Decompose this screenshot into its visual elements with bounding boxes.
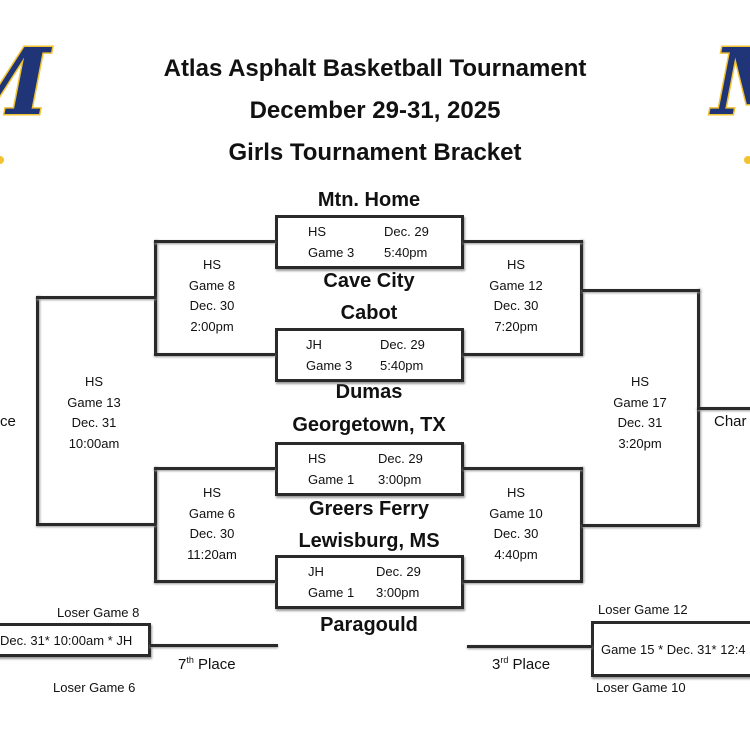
date: Dec. 30 [189,526,235,541]
game-8-info: HS Game 8 Dec. 30 2:00pm [157,255,267,337]
time: 2:00pm [190,318,234,334]
game-13-info: HS Game 13 Dec. 31 10:00am [39,372,149,454]
game-number: Game 13 [67,394,121,410]
bracket-line [36,523,156,526]
time: 5:40pm [380,358,424,373]
first-round-game-box: JH Dec. 29 Game 1 3:00pm [275,555,464,609]
bracket-line [580,467,583,583]
level: HS [506,485,526,500]
level: HS [84,374,104,389]
bracket-line [36,296,39,526]
level: HS [202,485,222,500]
time: 3:00pm [376,585,420,600]
bracket-line [582,289,700,292]
game-12-info: HS Game 12 Dec. 30 7:20pm [461,255,571,337]
bracket-line [463,467,583,470]
game-number: Game 10 [489,505,543,521]
time: 3:00pm [378,472,422,487]
team-name: Dumas [335,381,403,403]
level: HS [308,451,327,466]
team-name: Paragould [320,614,418,636]
third-top-label: Loser Game 12 [598,602,688,617]
bracket-line [150,644,278,647]
date: Dec. 29 [384,224,429,239]
third-place-label: 3rd Place [492,655,551,673]
bracket-line [697,407,750,410]
game-number: Game 1 [308,585,355,600]
bracket-line [154,467,275,470]
level: HS [202,257,222,272]
seventh-place-box: Dec. 31* 10:00am * JH [0,623,151,657]
left-edge-label: ce [0,413,16,430]
bracket-line [154,353,275,356]
third-place-box: Game 15 * Dec. 31* 12:4 [591,621,750,677]
bracket-line [154,240,275,243]
bracket-line [582,524,700,527]
team-name: Cabot [340,302,398,324]
title-line3: Girls Tournament Bracket [228,139,522,166]
game-10-info: HS Game 10 Dec. 30 4:40pm [461,483,571,565]
bracket-line [463,240,583,243]
logo-dot-left [0,156,4,164]
date: Dec. 30 [493,298,539,313]
date: Dec. 30 [493,526,539,541]
seventh-top-label: Loser Game 8 [57,605,140,620]
title-line2: December 29-31, 2025 [249,97,501,124]
first-round-game-box: HS Dec. 29 Game 1 3:00pm [275,442,464,496]
seventh-game-info: Dec. 31* 10:00am * JH [0,633,133,648]
bracket-line [467,645,592,648]
date: Dec. 29 [378,451,423,466]
level: JH [306,337,322,352]
time: 4:40pm [494,546,538,562]
game-number: Game 1 [308,472,355,487]
team-name: Cave City [323,270,415,292]
date: Dec. 31 [71,415,117,430]
title-line1: Atlas Asphalt Basketball Tournament [163,55,587,82]
time: 7:20pm [494,318,538,334]
seventh-bottom-label: Loser Game 6 [53,680,136,695]
level: HS [630,374,650,389]
team-name: Lewisburg, MS [298,530,440,552]
game-number: Game 3 [306,358,353,373]
logo-left: M [0,27,51,138]
third-game-info: Game 15 * Dec. 31* 12:4 [601,642,746,657]
time: 11:20am [187,546,237,562]
time: 10:00am [68,435,120,451]
game-number: Game 6 [188,505,236,521]
third-bottom-label: Loser Game 10 [596,680,686,695]
bracket-line [154,580,275,583]
date: Dec. 29 [380,337,425,352]
date: Dec. 31 [617,415,663,430]
level: JH [308,564,324,579]
game-number: Game 8 [188,277,236,293]
date: Dec. 29 [376,564,421,579]
game-number: Game 17 [613,394,667,410]
game-17-info: HS Game 17 Dec. 31 3:20pm [585,372,695,454]
game-number: Game 3 [308,245,355,260]
team-name: Greers Ferry [308,498,430,520]
first-round-game-box: HS Dec. 29 Game 3 5:40pm [275,215,464,269]
game-number: Game 12 [489,277,543,293]
championship-label: Char [714,413,747,430]
time: 3:20pm [618,435,662,451]
seventh-place-label: 7th Place [178,655,236,673]
logo-dot-right [744,156,750,164]
time: 5:40pm [384,245,428,260]
first-round-game-box: JH Dec. 29 Game 3 5:40pm [275,328,464,382]
logo-right: M [711,27,750,138]
level: HS [506,257,526,272]
level: HS [308,224,327,239]
bracket-line [580,240,583,356]
team-name: Mtn. Home [317,189,421,211]
team-name: Georgetown, TX [292,414,446,436]
bracket-line [463,353,583,356]
bracket-line [463,580,583,583]
date: Dec. 30 [189,298,235,313]
game-6-info: HS Game 6 Dec. 30 11:20am [157,483,267,565]
bracket-line [36,296,156,299]
